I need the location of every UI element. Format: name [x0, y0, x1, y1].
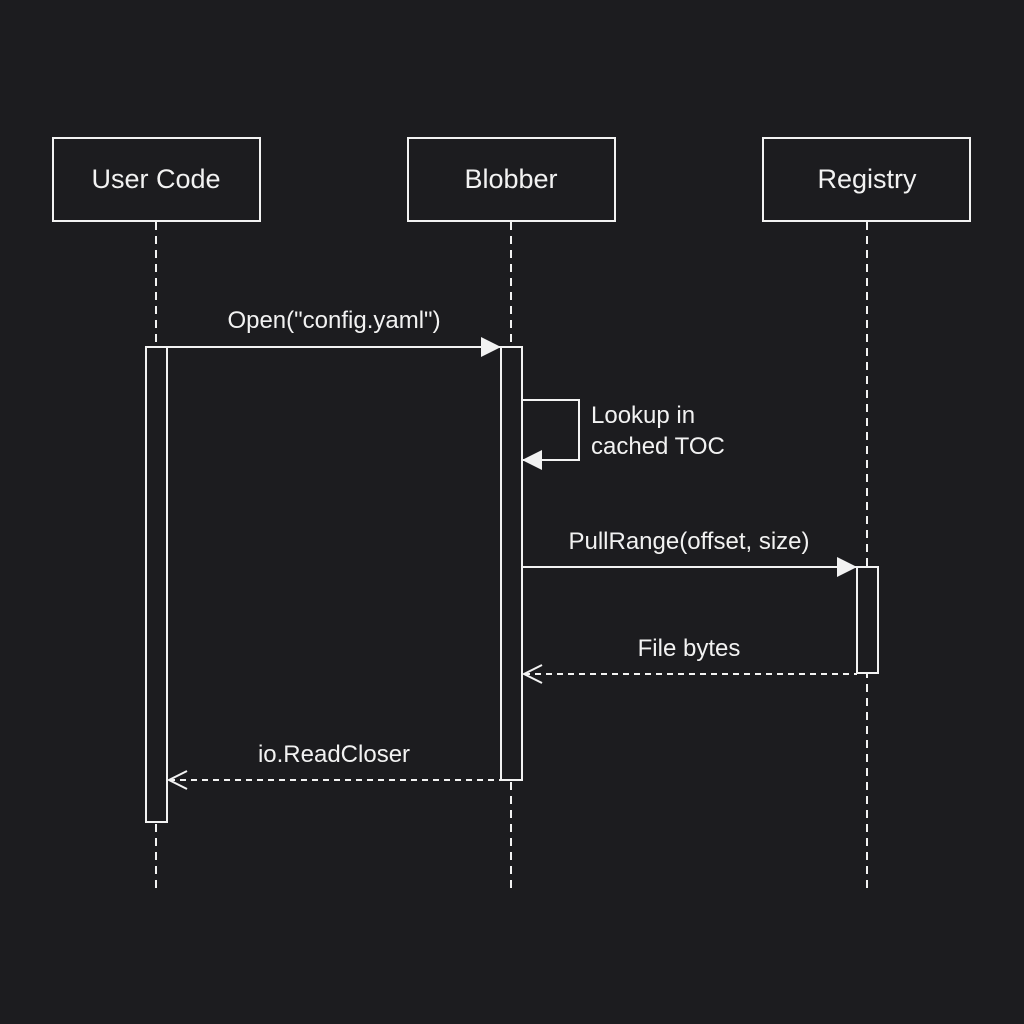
message-filebytes-label: File bytes	[638, 635, 741, 662]
participant-blobber-label: Blobber	[464, 164, 557, 194]
participant-user: User Code	[52, 137, 261, 222]
participant-user-label: User Code	[91, 164, 220, 194]
participant-registry-label: Registry	[817, 164, 917, 194]
message-lookup: Lookup in cached TOC	[522, 399, 725, 470]
arrow-self-lookup	[522, 399, 580, 470]
message-readcloser-label: io.ReadCloser	[258, 741, 410, 768]
activation-user	[145, 346, 168, 823]
participant-blobber: Blobber	[407, 137, 616, 222]
message-pullrange: PullRange(offset, size)	[522, 528, 857, 577]
participant-registry: Registry	[762, 137, 971, 222]
activation-blobber	[500, 346, 523, 781]
message-readcloser: io.ReadCloser	[169, 741, 501, 780]
message-filebytes: File bytes	[524, 635, 857, 674]
message-pullrange-label: PullRange(offset, size)	[568, 528, 809, 555]
message-lookup-label-line2: cached TOC	[591, 433, 725, 460]
message-open-label: Open("config.yaml")	[227, 307, 440, 334]
message-open: Open("config.yaml")	[167, 307, 501, 357]
message-lookup-label-line1: Lookup in	[591, 402, 695, 429]
activation-registry	[856, 566, 879, 674]
